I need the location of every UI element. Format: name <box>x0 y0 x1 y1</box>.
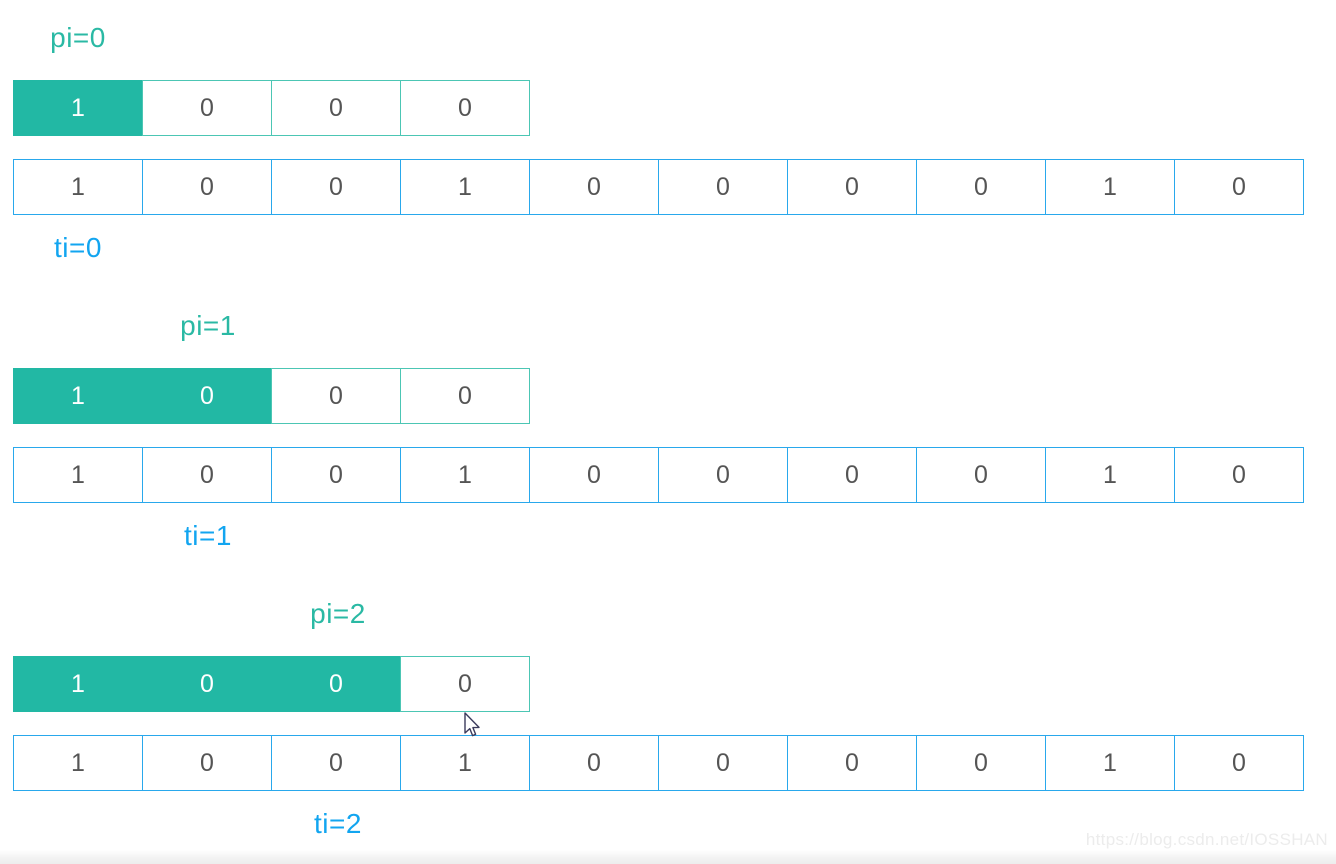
pattern-cell: 0 <box>400 656 530 712</box>
pattern-cell-matched: 0 <box>271 656 401 712</box>
text-cell: 0 <box>271 735 401 791</box>
text-cell: 0 <box>271 447 401 503</box>
pattern-cell-matched: 0 <box>142 656 272 712</box>
text-index-label: ti=0 <box>54 232 102 263</box>
text-cell: 0 <box>142 447 272 503</box>
text-cell: 0 <box>271 159 401 215</box>
text-cell: 1 <box>1045 159 1175 215</box>
text-index-label: ti=2 <box>314 808 362 839</box>
text-cell: 0 <box>142 159 272 215</box>
text-cell: 0 <box>916 735 1046 791</box>
text-cell: 0 <box>1174 735 1304 791</box>
text-cell: 1 <box>1045 447 1175 503</box>
text-cell: 1 <box>400 159 530 215</box>
pattern-cell: 0 <box>271 80 401 136</box>
text-cell: 0 <box>142 735 272 791</box>
text-cell: 0 <box>1174 159 1304 215</box>
text-cell: 1 <box>1045 735 1175 791</box>
pattern-cell-matched: 1 <box>13 656 143 712</box>
watermark-text: https://blog.csdn.net/IOSSHAN <box>1085 830 1328 849</box>
pattern-cell: 0 <box>271 368 401 424</box>
pattern-cell-matched: 0 <box>142 368 272 424</box>
text-cell: 1 <box>13 735 143 791</box>
text-cell: 0 <box>916 447 1046 503</box>
text-cell: 0 <box>529 159 659 215</box>
text-cell: 0 <box>787 447 917 503</box>
text-cell: 0 <box>658 735 788 791</box>
text-cell: 0 <box>529 735 659 791</box>
pattern-cell: 0 <box>400 368 530 424</box>
pattern-cell-matched: 1 <box>13 368 143 424</box>
pattern-cell: 0 <box>400 80 530 136</box>
text-cell: 0 <box>787 735 917 791</box>
pattern-index-label: pi=1 <box>180 310 236 341</box>
pattern-index-label: pi=0 <box>50 22 106 53</box>
text-cell: 1 <box>400 735 530 791</box>
text-cell: 0 <box>916 159 1046 215</box>
pattern-cell-matched: 1 <box>13 80 143 136</box>
bottom-gradient-strip <box>0 850 1336 864</box>
pattern-cell: 0 <box>142 80 272 136</box>
text-cell: 0 <box>658 159 788 215</box>
text-cell: 1 <box>400 447 530 503</box>
text-cell: 0 <box>658 447 788 503</box>
pattern-index-label: pi=2 <box>310 598 366 629</box>
text-cell: 1 <box>13 447 143 503</box>
text-index-label: ti=1 <box>184 520 232 551</box>
text-cell: 0 <box>529 447 659 503</box>
text-cell: 0 <box>1174 447 1304 503</box>
text-cell: 0 <box>787 159 917 215</box>
text-cell: 1 <box>13 159 143 215</box>
